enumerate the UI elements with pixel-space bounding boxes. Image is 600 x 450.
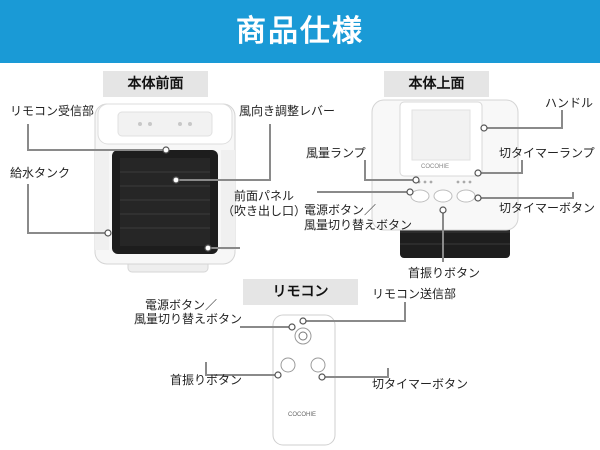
label-timer-lamp: 切タイマーランプ <box>499 146 595 160</box>
section-label-front: 本体前面 <box>103 71 208 97</box>
label-swing-button: 首振りボタン <box>408 266 481 280</box>
label-front-panel-2: （吹き出し口） <box>222 204 307 218</box>
top-unit: COCOHIE <box>371 99 519 258</box>
label-remote-power-1: 電源ボタン／ <box>145 298 218 312</box>
label-remote-receiver: リモコン受信部 <box>10 104 95 118</box>
page-title: 商品仕様 <box>236 14 364 49</box>
label-remote-power-2: 風量切り替えボタン <box>134 312 243 326</box>
label-remote-swing: 首振りボタン <box>170 373 243 387</box>
label-wind-lever: 風向き調整レバー <box>239 104 336 118</box>
brand-logo-remote: COCOHIE <box>288 412 316 418</box>
label-water-tank: 給水タンク <box>10 166 71 180</box>
label-timer-button: 切タイマーボタン <box>499 201 596 215</box>
label-handle: ハンドル <box>545 96 594 110</box>
label-front-panel-1: 前面パネル <box>234 189 295 203</box>
brand-logo-top: COCOHIE <box>421 164 449 170</box>
label-power-button-1: 電源ボタン／ <box>304 203 377 217</box>
remote-control: COCOHIE <box>272 314 336 446</box>
label-airflow-lamp: 風量ランプ <box>306 146 366 160</box>
label-power-button-2: 風量切り替えボタン <box>304 218 413 232</box>
title-banner: 商品仕様 <box>0 0 600 63</box>
front-unit <box>94 103 236 273</box>
section-label-remote: リモコン <box>243 279 358 305</box>
label-remote-timer: 切タイマーボタン <box>372 377 469 391</box>
label-remote-transmitter: リモコン送信部 <box>372 287 457 301</box>
section-label-top: 本体上面 <box>384 71 489 97</box>
